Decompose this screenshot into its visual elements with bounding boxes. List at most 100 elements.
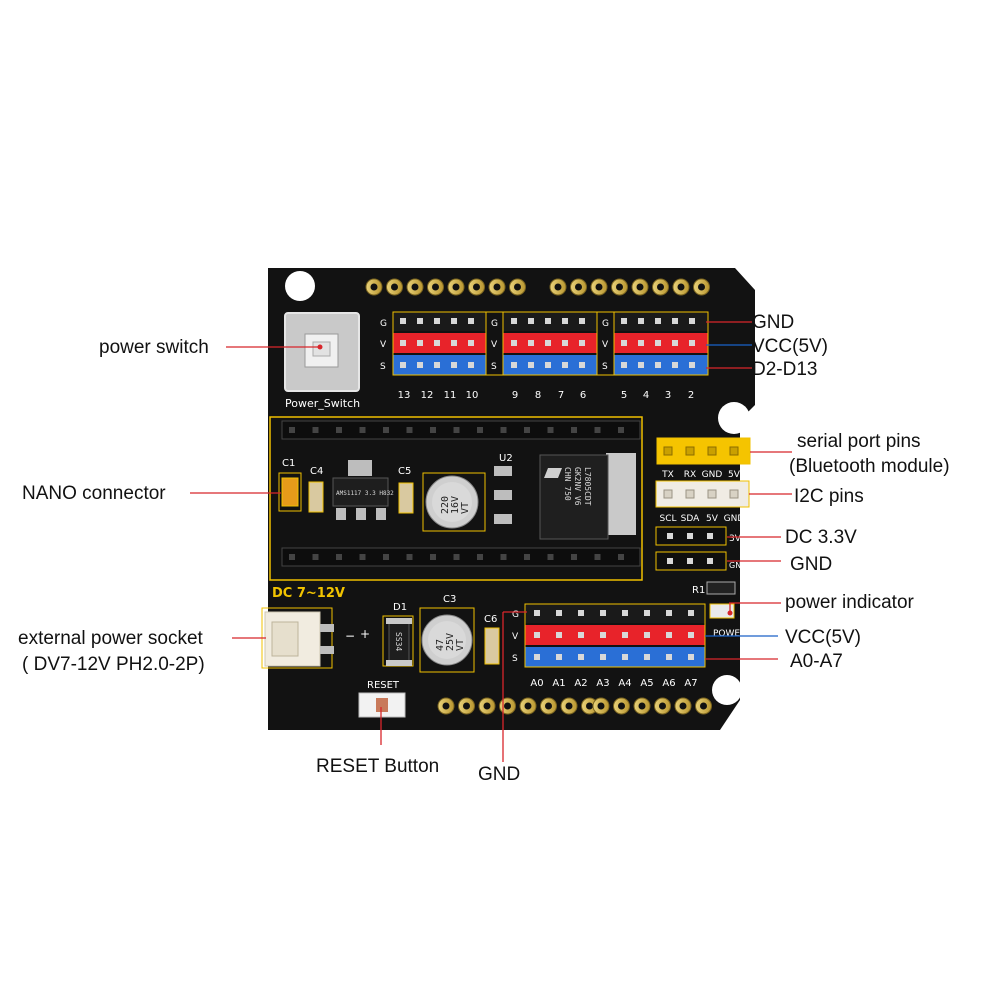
i2c-pin-label: SCL	[659, 514, 676, 524]
pin-number-label: 9	[512, 390, 518, 401]
socket-hole	[618, 554, 624, 560]
header-pin	[434, 318, 440, 324]
analog-pin-label: A2	[574, 678, 587, 689]
socket-hole	[477, 554, 483, 560]
socket-hole	[453, 427, 460, 433]
pad-hole	[545, 702, 552, 710]
resistor-r1	[706, 581, 736, 595]
header-pin	[688, 632, 694, 638]
socket-hole	[359, 427, 366, 433]
header-pin	[417, 362, 423, 368]
row-label-v: V	[380, 340, 387, 350]
ref-d1: D1	[393, 602, 407, 613]
analog-header	[524, 603, 706, 668]
pad-hole	[391, 283, 398, 291]
serial-pin-label: RX	[684, 470, 696, 480]
analog-pin-label: A4	[618, 678, 631, 689]
socket-hole	[312, 427, 319, 433]
pad-hole	[442, 702, 450, 710]
row-label-g: G	[380, 319, 387, 329]
ref-c5: C5	[398, 466, 411, 477]
i2c-pin	[729, 489, 739, 499]
pin-number-label: 13	[398, 390, 411, 401]
header-pin	[451, 340, 457, 346]
pad-hole	[638, 702, 646, 710]
header-pin	[562, 340, 568, 346]
i2c-pin	[663, 489, 673, 499]
st-logo-icon	[544, 468, 562, 478]
pad-hole	[370, 283, 378, 291]
label-gnd-mid: GND	[790, 554, 833, 575]
mounting-hole	[718, 402, 750, 434]
pad-hole	[493, 283, 501, 291]
capacitor-c6	[484, 627, 500, 665]
svg-text:CHN 750: CHN 750	[563, 467, 572, 501]
chip-ams1117	[332, 477, 389, 507]
socket-hole	[383, 554, 389, 560]
row-label-s: S	[602, 362, 608, 372]
label-serial-line2: (Bluetooth module)	[789, 456, 950, 477]
header-pin	[556, 610, 562, 616]
row-label-v: V	[512, 632, 519, 642]
pad-hole	[504, 702, 511, 710]
pad-hole	[473, 283, 480, 291]
i2c-pin-label: 5V	[706, 514, 719, 524]
pad-hole	[452, 283, 460, 291]
pad-hole	[700, 702, 707, 710]
row-label-g: G	[491, 319, 498, 329]
capacitor-c4	[308, 481, 324, 513]
socket-hole	[618, 427, 624, 433]
socket-hole	[571, 427, 577, 433]
pad-hole	[586, 702, 593, 710]
row-label-v: V	[602, 340, 609, 350]
socket-hole	[312, 554, 319, 560]
pin-number-label: 5	[621, 390, 627, 401]
header-pin	[621, 362, 627, 368]
reset-button-cap[interactable]	[376, 698, 388, 712]
i2c-pin-label: GND	[724, 514, 745, 524]
header-pin	[688, 654, 694, 660]
socket-hole	[383, 427, 389, 433]
header-pin	[468, 340, 474, 346]
i2c-pin-label: SDA	[681, 514, 700, 524]
socket-hole	[594, 427, 601, 433]
header-pin	[655, 340, 661, 346]
label-gnd-bottom: GND	[478, 764, 521, 785]
header-pin	[578, 654, 584, 660]
reset-silk: RESET	[367, 680, 400, 691]
header-pin	[534, 610, 540, 616]
socket-hole	[500, 554, 507, 560]
pin-gnd	[707, 558, 713, 564]
label-i2c: I2C pins	[794, 486, 864, 507]
silk-3v3: 3V3	[729, 534, 747, 544]
header-pin	[451, 362, 457, 368]
socket-hole	[524, 427, 530, 433]
socket-hole	[336, 554, 342, 560]
header-pin	[528, 340, 534, 346]
nano-socket-top	[281, 420, 641, 440]
header-pin	[511, 318, 517, 324]
pad-hole	[463, 702, 470, 710]
socket-hole	[430, 427, 436, 433]
header-pin	[579, 340, 585, 346]
header-pin	[400, 362, 406, 368]
label-external-power-line2: ( DV7-12V PH2.0-2P)	[22, 654, 205, 675]
pad-hole	[554, 283, 562, 291]
socket-hole	[406, 427, 413, 433]
label-nano-connector: NANO connector	[22, 483, 166, 504]
header-pin	[600, 654, 606, 660]
pin-number-label: 2	[688, 390, 694, 401]
analog-pin-label: A0	[530, 678, 543, 689]
header-pin	[638, 340, 644, 346]
analog-pin-label: A7	[684, 678, 697, 689]
header-pin	[688, 610, 694, 616]
header-pin	[579, 318, 585, 324]
header-pin	[511, 362, 517, 368]
ref-c3: C3	[443, 594, 456, 605]
socket-hole	[430, 554, 436, 560]
socket-hole	[477, 427, 483, 433]
ref-c1: C1	[282, 458, 295, 469]
socket-hole	[359, 554, 366, 560]
header-pin	[672, 318, 678, 324]
header-pin	[644, 654, 650, 660]
